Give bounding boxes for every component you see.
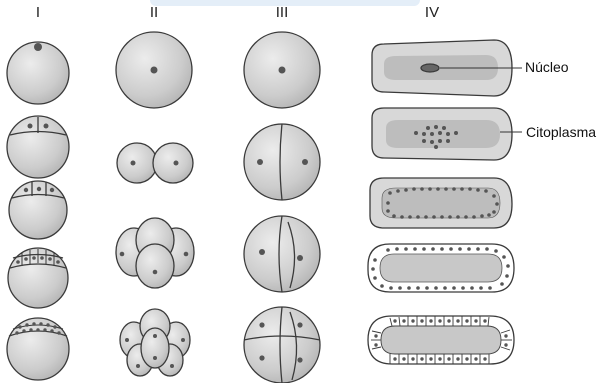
column-iii-stage-1-egg (244, 32, 320, 108)
column-ii-stage-1-egg (116, 32, 192, 108)
column-iv-stage-1-egg (372, 40, 522, 96)
column-iii-stage-3 (244, 216, 320, 292)
column-i-stage-2 (7, 116, 69, 178)
column-iv-stages (368, 40, 522, 364)
column-iii-stage-4 (244, 307, 320, 383)
column-iii-stage-2 (244, 124, 320, 200)
column-iii-stages (244, 32, 320, 383)
column-i-stages (7, 42, 69, 380)
column-i-stage-4 (8, 248, 68, 308)
column-ii-stage-2 (117, 143, 193, 183)
column-i-stage-1-egg (7, 42, 69, 104)
column-ii-stage-3 (116, 218, 194, 288)
column-iv-stage-4 (368, 244, 514, 292)
column-iv-stage-2 (372, 108, 522, 160)
column-iv-stage-5 (368, 316, 514, 364)
column-ii-stage-4 (120, 309, 190, 376)
column-iv-stage-3 (370, 178, 512, 228)
column-i-stage-5 (7, 318, 69, 380)
column-ii-stages (116, 32, 194, 376)
column-i-stage-3 (9, 181, 67, 239)
